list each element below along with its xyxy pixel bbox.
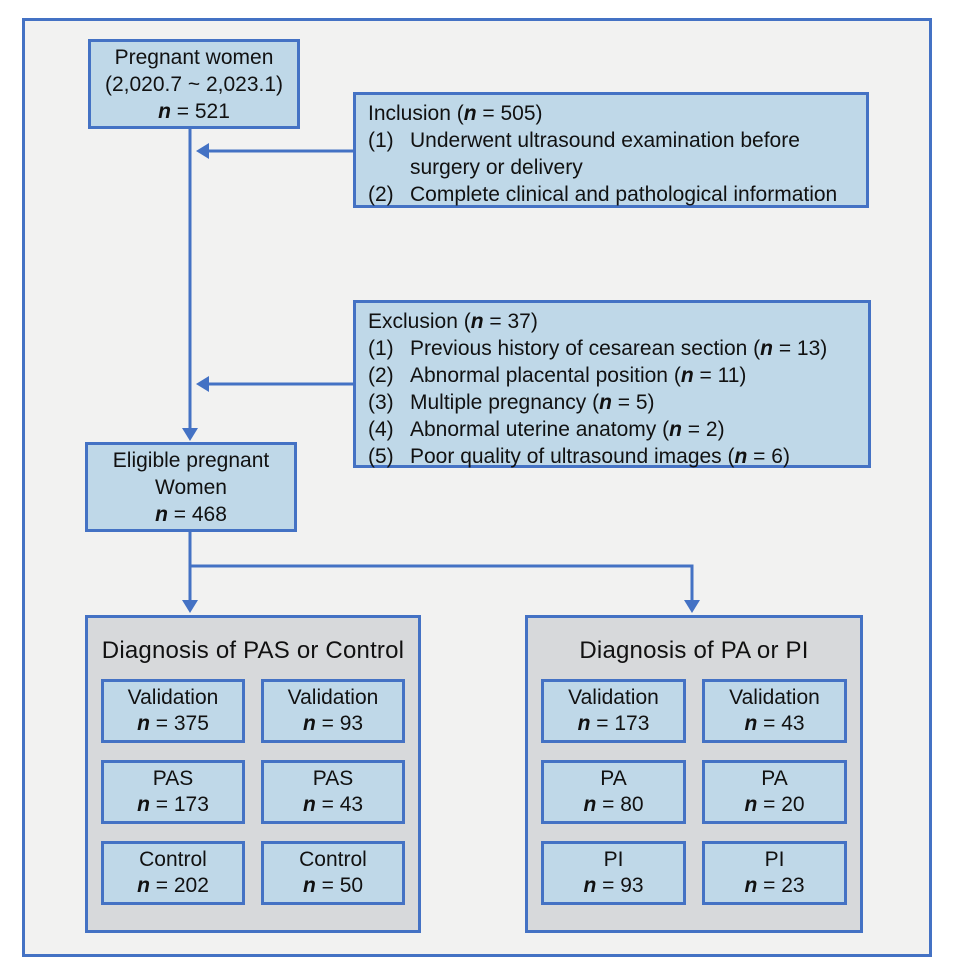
pa-pi-cells: Validation n = 173 Validation n = 43 PA …: [528, 676, 860, 905]
exclusion-item: (4) Abnormal uterine anatomy (n = 2): [368, 418, 725, 441]
eligible-women-box: Eligible pregnant Women n = 468: [85, 442, 297, 532]
validation-cell: Validation n = 43: [702, 679, 847, 743]
pregnant-women-line2: (2,020.7 ~ 2,023.1): [104, 72, 284, 96]
inclusion-item: (2) Complete clinical and pathological i…: [368, 183, 838, 206]
exclusion-heading: Exclusion (n = 37): [368, 310, 538, 333]
pregnant-women-box: Pregnant women (2,020.7 ~ 2,023.1) n = 5…: [88, 39, 300, 129]
inclusion-heading: Inclusion (n = 505): [368, 102, 543, 125]
pas-cell: PAS n = 173: [101, 760, 245, 824]
n-value: = 521: [170, 99, 230, 123]
exclusion-box: Exclusion (n = 37) (1) Previous history …: [353, 300, 871, 468]
validation-cell: Validation n = 375: [101, 679, 245, 743]
eligible-women-line2: Women: [155, 475, 227, 499]
pa-cell: PA n = 20: [702, 760, 847, 824]
pas-control-group: Diagnosis of PAS or Control Validation n…: [85, 615, 421, 933]
pas-cell: PAS n = 43: [261, 760, 405, 824]
pa-cell: PA n = 80: [541, 760, 686, 824]
n-variable: n: [155, 502, 168, 526]
pregnant-women-count: n = 521: [91, 98, 297, 125]
pa-pi-group: Diagnosis of PA or PI Validation n = 173…: [525, 615, 863, 933]
eligible-women-count: n = 468: [88, 501, 294, 528]
control-cell: Control n = 202: [101, 841, 245, 905]
n-variable: n: [470, 310, 484, 333]
n-variable: n: [158, 99, 171, 123]
pa-pi-group-title: Diagnosis of PA or PI: [579, 637, 809, 664]
eligible-women-line1: Eligible pregnant: [112, 448, 270, 472]
pas-control-cells: Validation n = 375 Validation n = 93 PAS…: [88, 676, 418, 905]
exclusion-item: (1) Previous history of cesarean section…: [368, 337, 828, 360]
n-value: = 468: [167, 502, 227, 526]
exclusion-item: (2) Abnormal placental position (n = 11): [368, 364, 747, 387]
validation-cell: Validation n = 93: [261, 679, 405, 743]
exclusion-item: (5) Poor quality of ultrasound images (n…: [368, 445, 790, 468]
inclusion-item: (1) Underwent ultrasound examination bef…: [368, 129, 800, 179]
pi-cell: PI n = 23: [702, 841, 847, 905]
control-cell: Control n = 50: [261, 841, 405, 905]
inclusion-box: Inclusion (n = 505) (1) Underwent ultras…: [353, 92, 869, 208]
pas-control-group-title: Diagnosis of PAS or Control: [101, 637, 405, 664]
n-variable: n: [463, 102, 477, 125]
pi-cell: PI n = 93: [541, 841, 686, 905]
validation-cell: Validation n = 173: [541, 679, 686, 743]
pregnant-women-line1: Pregnant women: [114, 45, 274, 69]
exclusion-item: (3) Multiple pregnancy (n = 5): [368, 391, 655, 414]
